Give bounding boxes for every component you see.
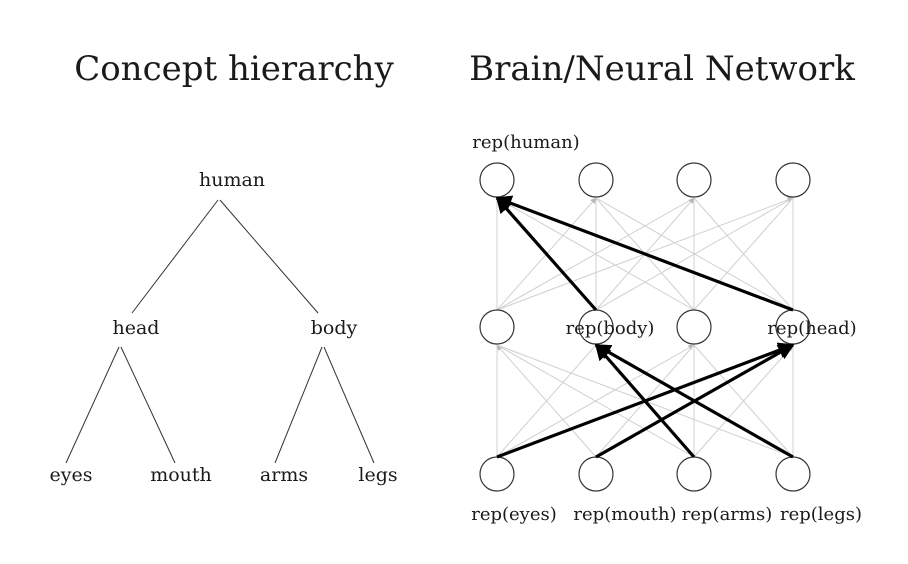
neuron-layer-bottom — [479, 456, 811, 492]
neuron-bottom-2 — [578, 456, 614, 492]
node-body: body — [311, 317, 358, 339]
neuron-bottom-4 — [775, 456, 811, 492]
edge-head-mouth — [120, 346, 176, 464]
neuron-top-1 — [479, 162, 515, 198]
neuron-top-3 — [676, 162, 712, 198]
node-arms: arms — [260, 464, 308, 486]
label-rep-mouth: rep(mouth) — [573, 504, 676, 525]
edge-head-eyes — [65, 346, 120, 464]
label-rep-human: rep(human) — [472, 132, 579, 153]
weak-link — [496, 344, 695, 458]
tree-edges — [65, 199, 375, 464]
neuron-middle-1 — [479, 309, 515, 345]
node-head: head — [113, 317, 160, 339]
label-rep-legs: rep(legs) — [780, 504, 862, 525]
node-mouth: mouth — [150, 464, 212, 486]
label-rep-head: rep(head) — [767, 318, 856, 339]
strong-link-legs-to-body — [594, 343, 794, 459]
edge-body-arms — [274, 346, 323, 464]
edge-human-body — [219, 199, 319, 314]
weak-link — [693, 197, 794, 311]
neuron-bottom-1 — [479, 456, 515, 492]
weak-link — [496, 197, 695, 311]
label-rep-eyes: rep(eyes) — [471, 504, 557, 525]
neuron-bottom-3 — [676, 456, 712, 492]
strong-link-arms-to-body — [594, 343, 696, 459]
neural-network-title: Brain/Neural Network — [469, 49, 855, 89]
neuron-layer-top — [479, 162, 811, 198]
concept-hierarchy-title: Concept hierarchy — [74, 49, 394, 89]
node-human: human — [199, 169, 265, 191]
weak-link — [496, 344, 597, 458]
neural-network-panel: Brain/Neural Network — [469, 49, 862, 525]
neuron-top-2 — [578, 162, 614, 198]
strong-link-body-to-human — [495, 196, 598, 312]
node-legs: legs — [358, 464, 397, 486]
strong-connections — [495, 195, 795, 459]
weak-link — [595, 197, 794, 311]
neuron-top-4 — [775, 162, 811, 198]
neuron-middle-3 — [676, 309, 712, 345]
strong-link-head-to-human — [495, 195, 794, 312]
concept-hierarchy-panel: Concept hierarchy human head body eyes m… — [50, 49, 398, 486]
node-eyes: eyes — [50, 464, 93, 486]
edge-body-legs — [323, 346, 375, 464]
edge-human-head — [131, 199, 219, 314]
label-rep-arms: rep(arms) — [682, 504, 772, 525]
label-rep-body: rep(body) — [566, 318, 655, 339]
weak-link — [693, 344, 794, 458]
